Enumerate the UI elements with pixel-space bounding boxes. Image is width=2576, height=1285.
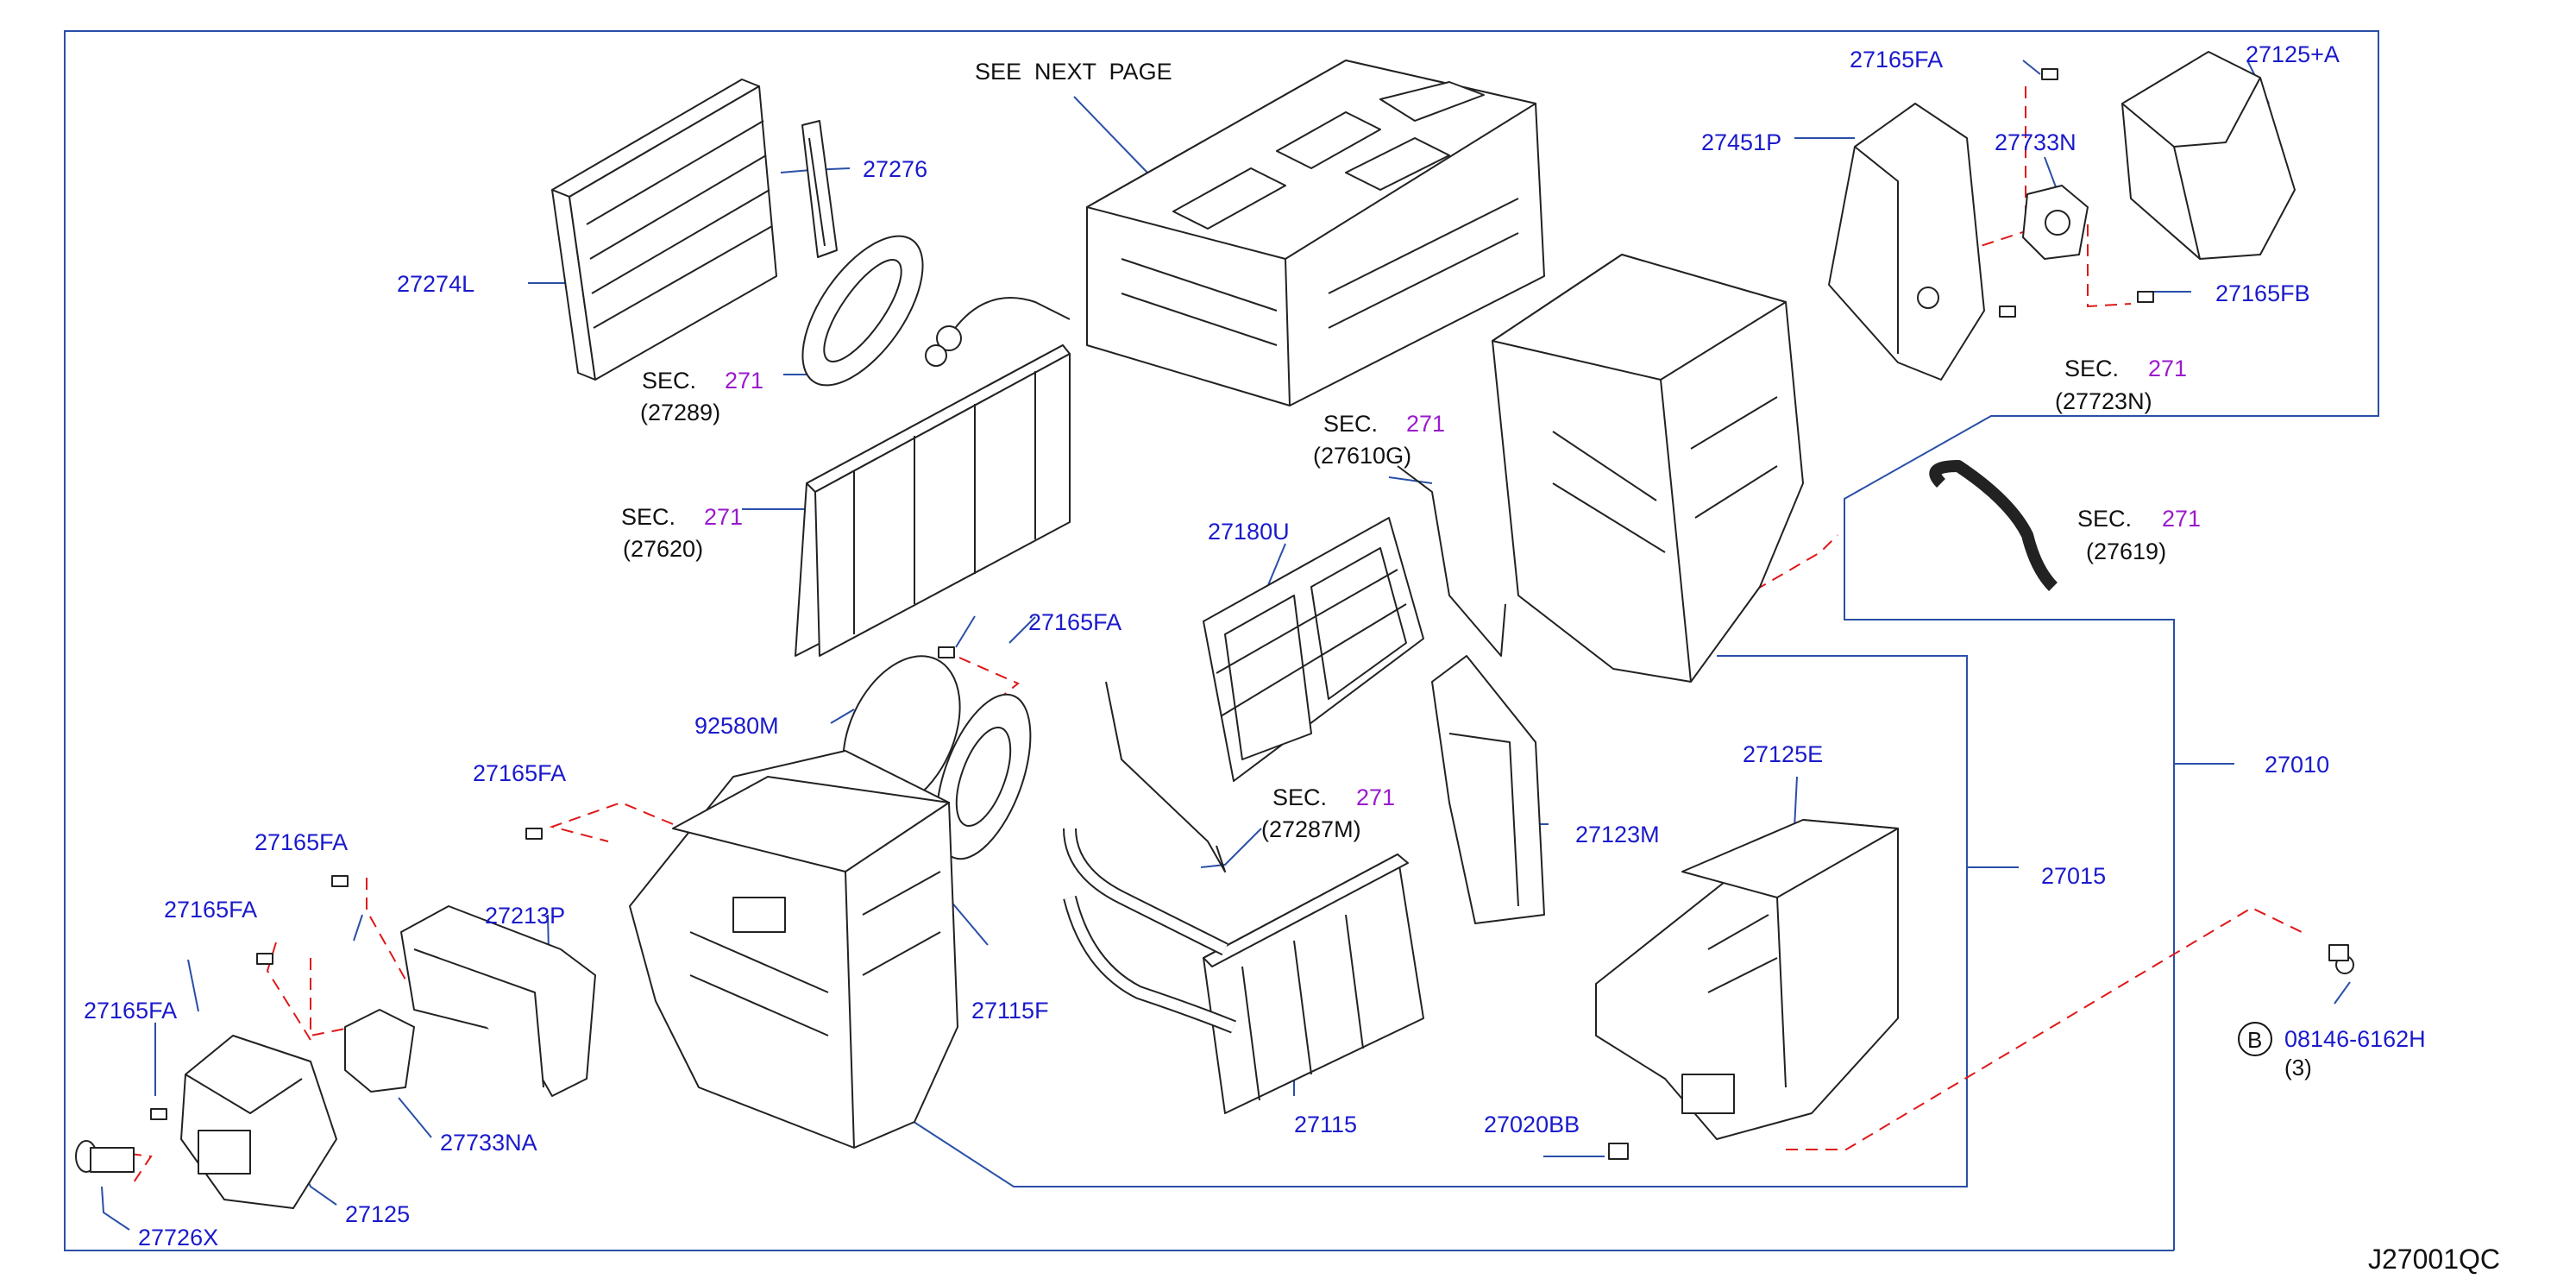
- label-27165FA-l3: 27165FA: [164, 897, 257, 923]
- label-27726X: 27726X: [138, 1225, 218, 1250]
- heater-core-27115: [1063, 828, 1424, 1114]
- actuator-27733N: [2022, 185, 2089, 260]
- sec-number: 271: [704, 504, 743, 530]
- label-27165FA-mid: 27165FA: [1028, 609, 1122, 635]
- duct-27125E: [1595, 819, 1899, 1140]
- sec-s27610G: SEC. 271 (27610G): [1313, 411, 1445, 469]
- label-27015: 27015: [2041, 863, 2106, 889]
- label-27451P: 27451P: [1701, 129, 1781, 155]
- duct-27125A: [2121, 51, 2296, 260]
- sec-word: SEC.: [2064, 356, 2119, 381]
- sec-word: SEC.: [1323, 411, 1378, 437]
- sec-ref: (27723N): [2055, 388, 2152, 414]
- sec-word: SEC.: [642, 368, 696, 394]
- circle-b: [2238, 1022, 2272, 1056]
- sec-word: SEC.: [621, 504, 675, 530]
- actuator-27733NA: [344, 1009, 415, 1093]
- label-27165FB: 27165FB: [2215, 280, 2310, 306]
- label-27165FA-l1: 27165FA: [473, 760, 566, 786]
- label-27276: 27276: [863, 156, 927, 182]
- qty-3: (3): [2284, 1055, 2312, 1080]
- sec-s27287M: SEC. 271 (27287M): [1261, 784, 1395, 842]
- label-27274L: 27274L: [397, 271, 474, 297]
- label-27125: 27125: [345, 1201, 410, 1227]
- rod-27610G: [1397, 465, 1506, 657]
- sec-number: 271: [2162, 506, 2201, 532]
- sec-ref: (27620): [623, 536, 703, 562]
- label-27123M: 27123M: [1575, 822, 1660, 847]
- sec-word: SEC.: [2077, 506, 2132, 532]
- label-27733NA: 27733NA: [440, 1130, 537, 1156]
- part-drawings: [75, 51, 2354, 1209]
- label-27115: 27115: [1294, 1112, 1357, 1137]
- diagram-code: J27001QC: [2368, 1244, 2500, 1275]
- sec-ref: (27610G): [1313, 443, 1411, 469]
- sec-number: 271: [725, 368, 763, 394]
- label-27213P: 27213P: [485, 903, 565, 929]
- sec-ref: (27289): [640, 400, 720, 425]
- bracket-27015: [905, 655, 1968, 1187]
- grille-27180U: [1203, 517, 1424, 782]
- blower-ring: [801, 235, 924, 387]
- label-27115F: 27115F: [971, 998, 1049, 1024]
- seal-27276: [801, 120, 838, 258]
- duct-27125: [180, 1035, 337, 1209]
- heater-unit-upper: [1086, 60, 1545, 406]
- label-27020BB: 27020BB: [1484, 1112, 1580, 1137]
- rod-27287M: [1105, 681, 1226, 872]
- label-27125E: 27125E: [1743, 741, 1823, 767]
- sec-s27289: SEC. 271 (27289): [640, 368, 763, 425]
- sensor-27726X: [75, 1140, 135, 1173]
- see-next-page: SEE NEXT PAGE: [975, 59, 1172, 85]
- housing-left: [629, 750, 958, 1149]
- outer-frame: [64, 30, 2379, 1251]
- part-labels: 27274L 27276 27165FA 27451P 27733N 27125…: [84, 41, 2426, 1250]
- sec-ref: (27287M): [1261, 816, 1361, 842]
- sec-s27723N: SEC. 271 (27723N): [2055, 356, 2187, 414]
- circle-b-letter: B: [2247, 1027, 2262, 1053]
- label-27180U: 27180U: [1208, 519, 1290, 545]
- sec-s27620: SEC. 271 (27620): [621, 504, 743, 562]
- label-92580M: 92580M: [694, 713, 779, 739]
- label-08146-6162H: 08146-6162H: [2284, 1026, 2426, 1052]
- screws: [150, 68, 2354, 1120]
- label-27125A: 27125+A: [2246, 41, 2340, 67]
- evaporator-27620: [795, 297, 1071, 657]
- motor-27115F: [935, 693, 1032, 860]
- clip-27020BB: [1608, 1143, 1629, 1160]
- bracket-lines: [64, 30, 2379, 1251]
- sec-s27619: SEC. 271 (27619): [2077, 506, 2201, 564]
- door-27451P: [1828, 103, 1985, 381]
- label-27165FA-l4: 27165FA: [84, 998, 177, 1024]
- label-27165FA-top: 27165FA: [1850, 47, 1943, 72]
- duct-27213P: [400, 905, 596, 1097]
- sec-number: 271: [1406, 411, 1445, 437]
- housing-right: [1492, 254, 1804, 683]
- sec-number: 271: [1356, 784, 1395, 810]
- filter-27274L: [551, 79, 777, 381]
- bolt-marker: B (3): [2238, 1022, 2312, 1080]
- sec-word: SEC.: [1272, 784, 1327, 810]
- seal-27123M: [1431, 655, 1545, 924]
- label-27010: 27010: [2265, 752, 2329, 778]
- label-27165FA-l2: 27165FA: [254, 829, 348, 855]
- sec-ref: (27619): [2086, 539, 2166, 564]
- pipe-27619: [1929, 460, 2058, 591]
- label-27733N: 27733N: [1995, 129, 2077, 155]
- sec-number: 271: [2148, 356, 2187, 381]
